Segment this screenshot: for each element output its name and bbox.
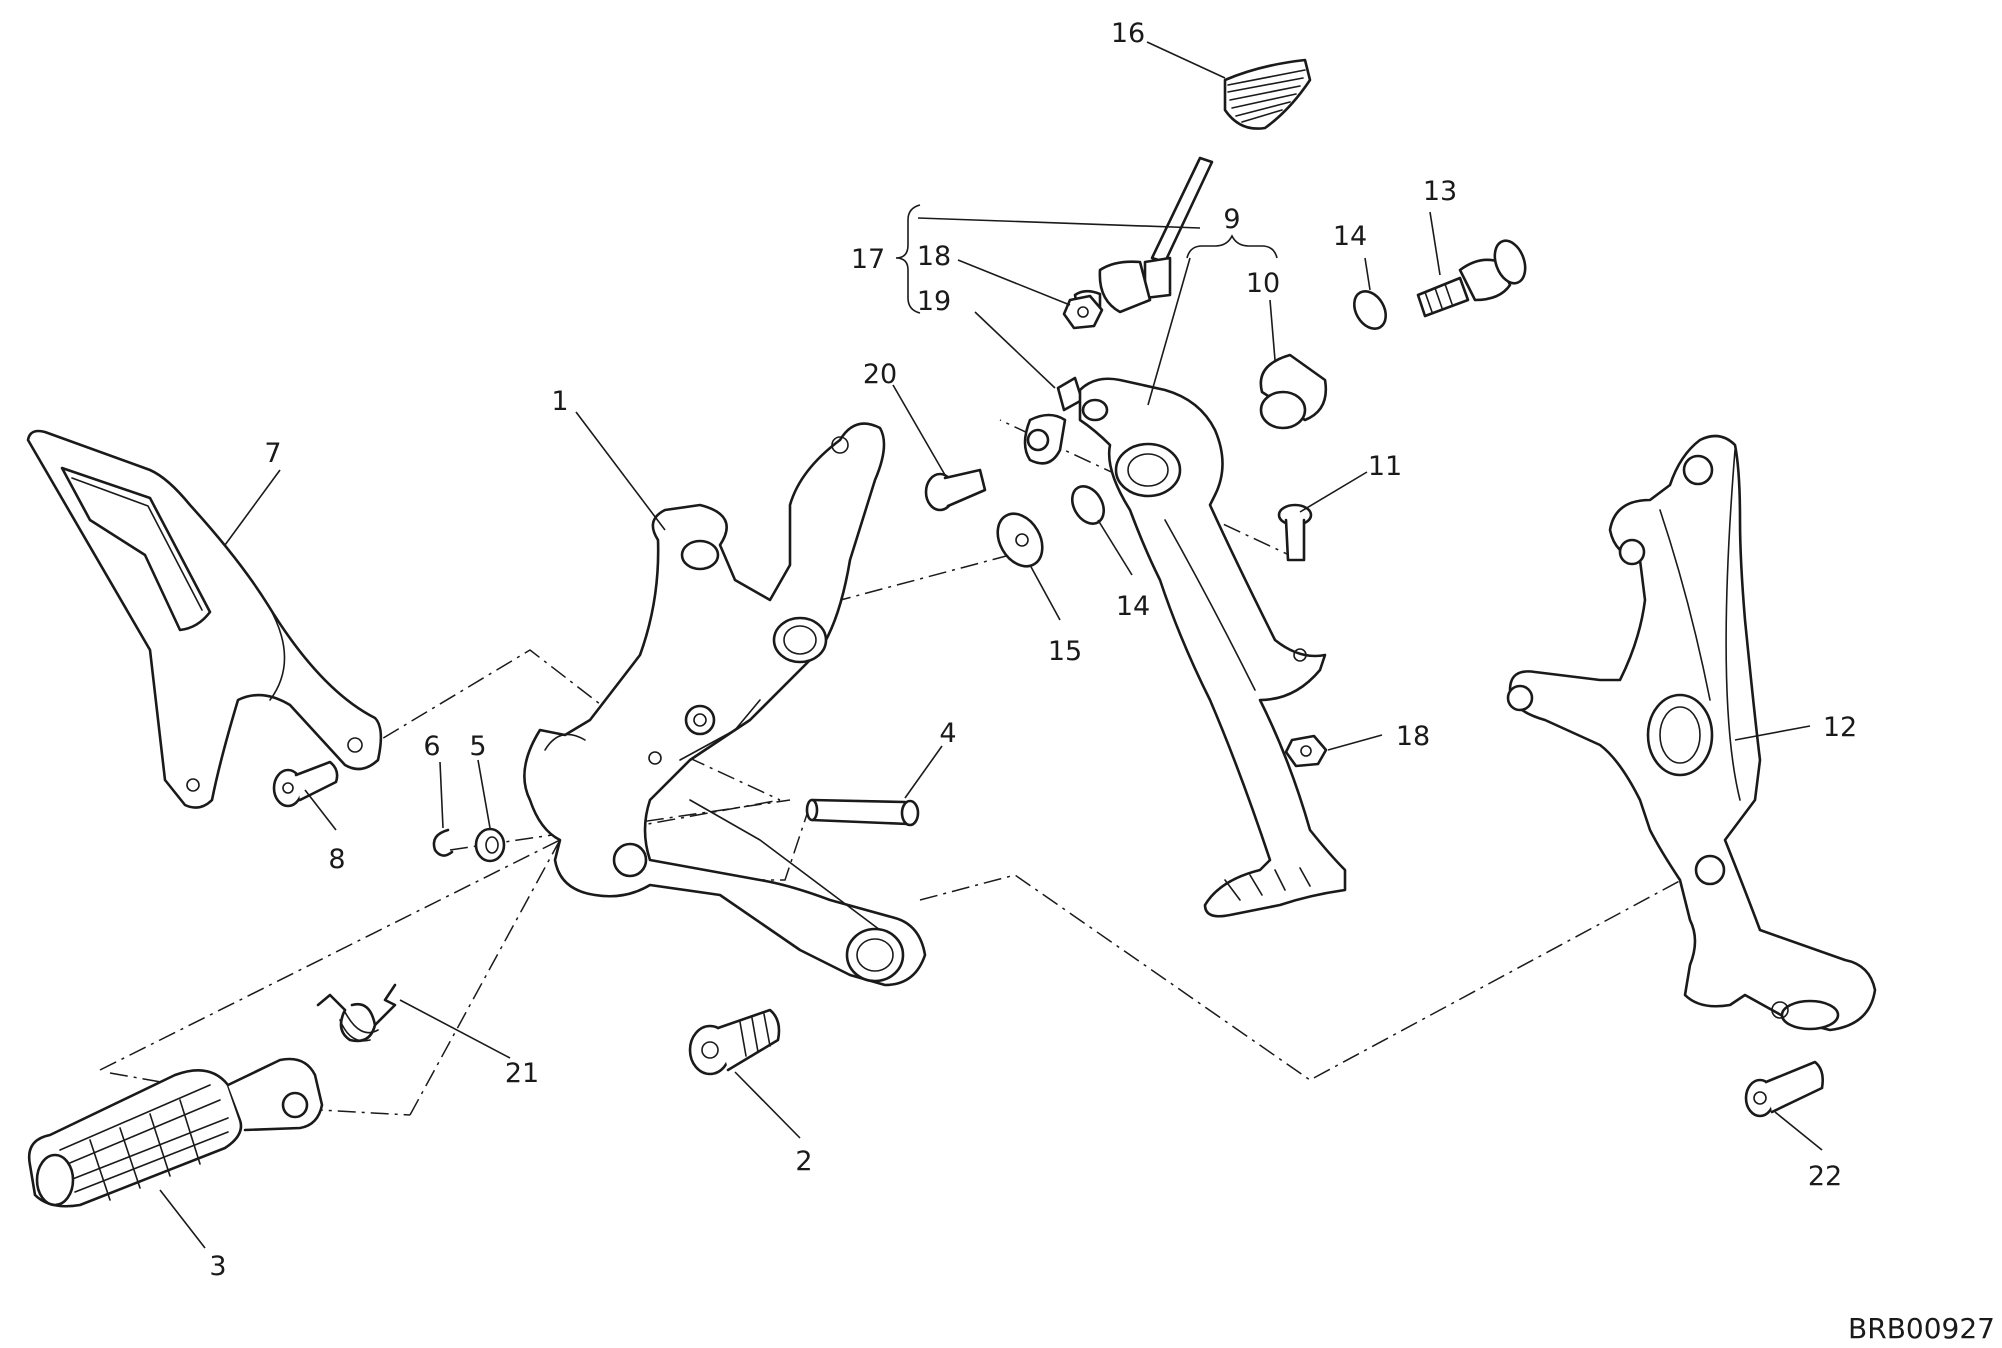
callout-14-upper: 14 — [1333, 221, 1367, 252]
torsion-spring-part-21 — [316, 983, 397, 1043]
right-bracket-part-12 — [1506, 434, 1877, 1032]
washer-part-5 — [474, 827, 506, 863]
washer-part-14-upper — [1352, 290, 1388, 330]
screw-part-8 — [272, 760, 339, 808]
callout-15: 15 — [1048, 636, 1082, 667]
assembly-axes — [99, 419, 1701, 1116]
callout-21: 21 — [505, 1058, 539, 1089]
footpeg-bracket-part-1 — [523, 422, 927, 987]
callout-4: 4 — [939, 718, 956, 749]
nut-part-18-upper — [1062, 294, 1104, 330]
screw-part-20 — [924, 468, 987, 512]
callout-22: 22 — [1808, 1161, 1842, 1192]
bolt-part-2 — [688, 1008, 781, 1076]
callout-10: 10 — [1246, 268, 1280, 299]
callout-12: 12 — [1823, 712, 1857, 743]
nut-part-18-lower — [1284, 734, 1328, 768]
rod-assembly-part-17 — [1073, 156, 1214, 317]
pin-part-4 — [805, 798, 920, 827]
brake-pedal-lever-part-9 — [1078, 377, 1347, 918]
callout-1: 1 — [551, 386, 568, 417]
screw-part-11 — [1277, 503, 1313, 562]
callout-7: 7 — [264, 438, 281, 469]
heel-guard-part-7 — [26, 429, 383, 809]
bolt-part-22 — [1744, 1060, 1824, 1118]
callout-18-lower: 18 — [1396, 721, 1430, 752]
washer-part-14-lower — [1070, 485, 1106, 525]
callout-19: 19 — [917, 286, 951, 317]
callout-17: 17 — [851, 244, 885, 275]
callout-14-lower: 14 — [1116, 591, 1150, 622]
clip-part-6 — [432, 828, 454, 857]
callout-6: 6 — [423, 731, 440, 762]
callout-labels: 1 2 3 4 5 6 7 8 9 10 11 12 13 14 14 15 1… — [209, 18, 1857, 1282]
callout-9: 9 — [1223, 204, 1240, 235]
callout-18-upper: 18 — [917, 241, 951, 272]
callout-2: 2 — [795, 1146, 812, 1177]
callout-8: 8 — [328, 844, 345, 875]
washer-part-15 — [996, 512, 1044, 568]
callout-20: 20 — [863, 359, 897, 390]
ball-joint-part-19 — [1023, 376, 1084, 465]
callout-11: 11 — [1368, 451, 1402, 482]
callout-5: 5 — [469, 731, 486, 762]
callout-13: 13 — [1423, 176, 1457, 207]
callout-16: 16 — [1111, 18, 1145, 49]
leader-lines — [159, 41, 1823, 1249]
reference-code: BRB00927 — [1848, 1312, 1995, 1345]
callout-3: 3 — [209, 1251, 226, 1282]
bushing-part-10 — [1259, 353, 1328, 430]
spring-part-16 — [1223, 58, 1312, 130]
footpeg-part-3 — [27, 1057, 324, 1208]
pivot-bolt-part-13 — [1416, 239, 1527, 318]
